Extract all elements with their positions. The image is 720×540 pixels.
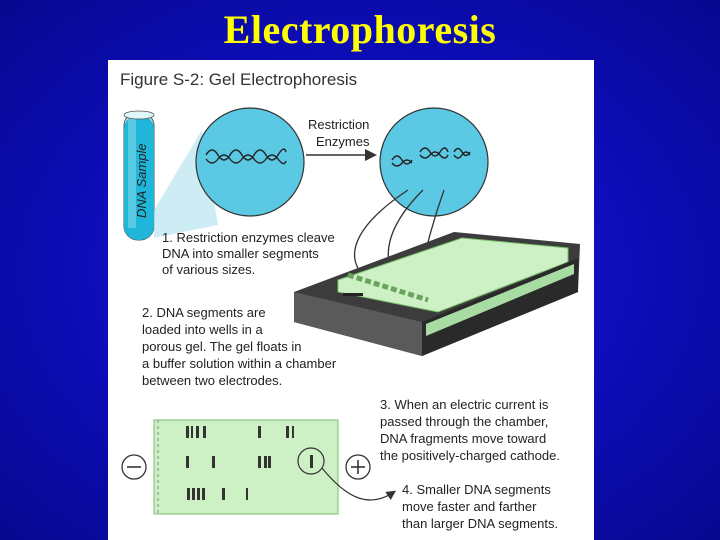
tube-label: DNA Sample (134, 143, 149, 218)
figure-panel: Figure S-2: Gel Electrophoresis DNA Samp… (108, 60, 594, 540)
gel-slab (153, 419, 339, 515)
step3-caption: 3. When an electric current is passed th… (380, 397, 560, 463)
enzyme-label-1: Restriction (308, 117, 369, 132)
enzyme-label-2: Enzymes (316, 134, 370, 149)
test-tube-icon (123, 110, 155, 241)
gel-chamber (294, 232, 580, 356)
step2-caption: 2. DNA segments are loaded into wells in… (142, 305, 340, 388)
step1-caption: 1. Restriction enzymes cleave DNA into s… (162, 230, 338, 277)
slide-title: Electrophoresis (223, 7, 497, 52)
step4-pointer (321, 467, 396, 501)
step4-caption: 4. Smaller DNA segments move faster and … (402, 482, 558, 531)
negative-electrode-icon (121, 454, 147, 480)
figure-title: Figure S-2: Gel Electrophoresis (120, 70, 357, 89)
dna-circle-icon (195, 107, 305, 217)
cut-dna-circle-icon (379, 107, 489, 217)
positive-electrode-icon (345, 454, 371, 480)
